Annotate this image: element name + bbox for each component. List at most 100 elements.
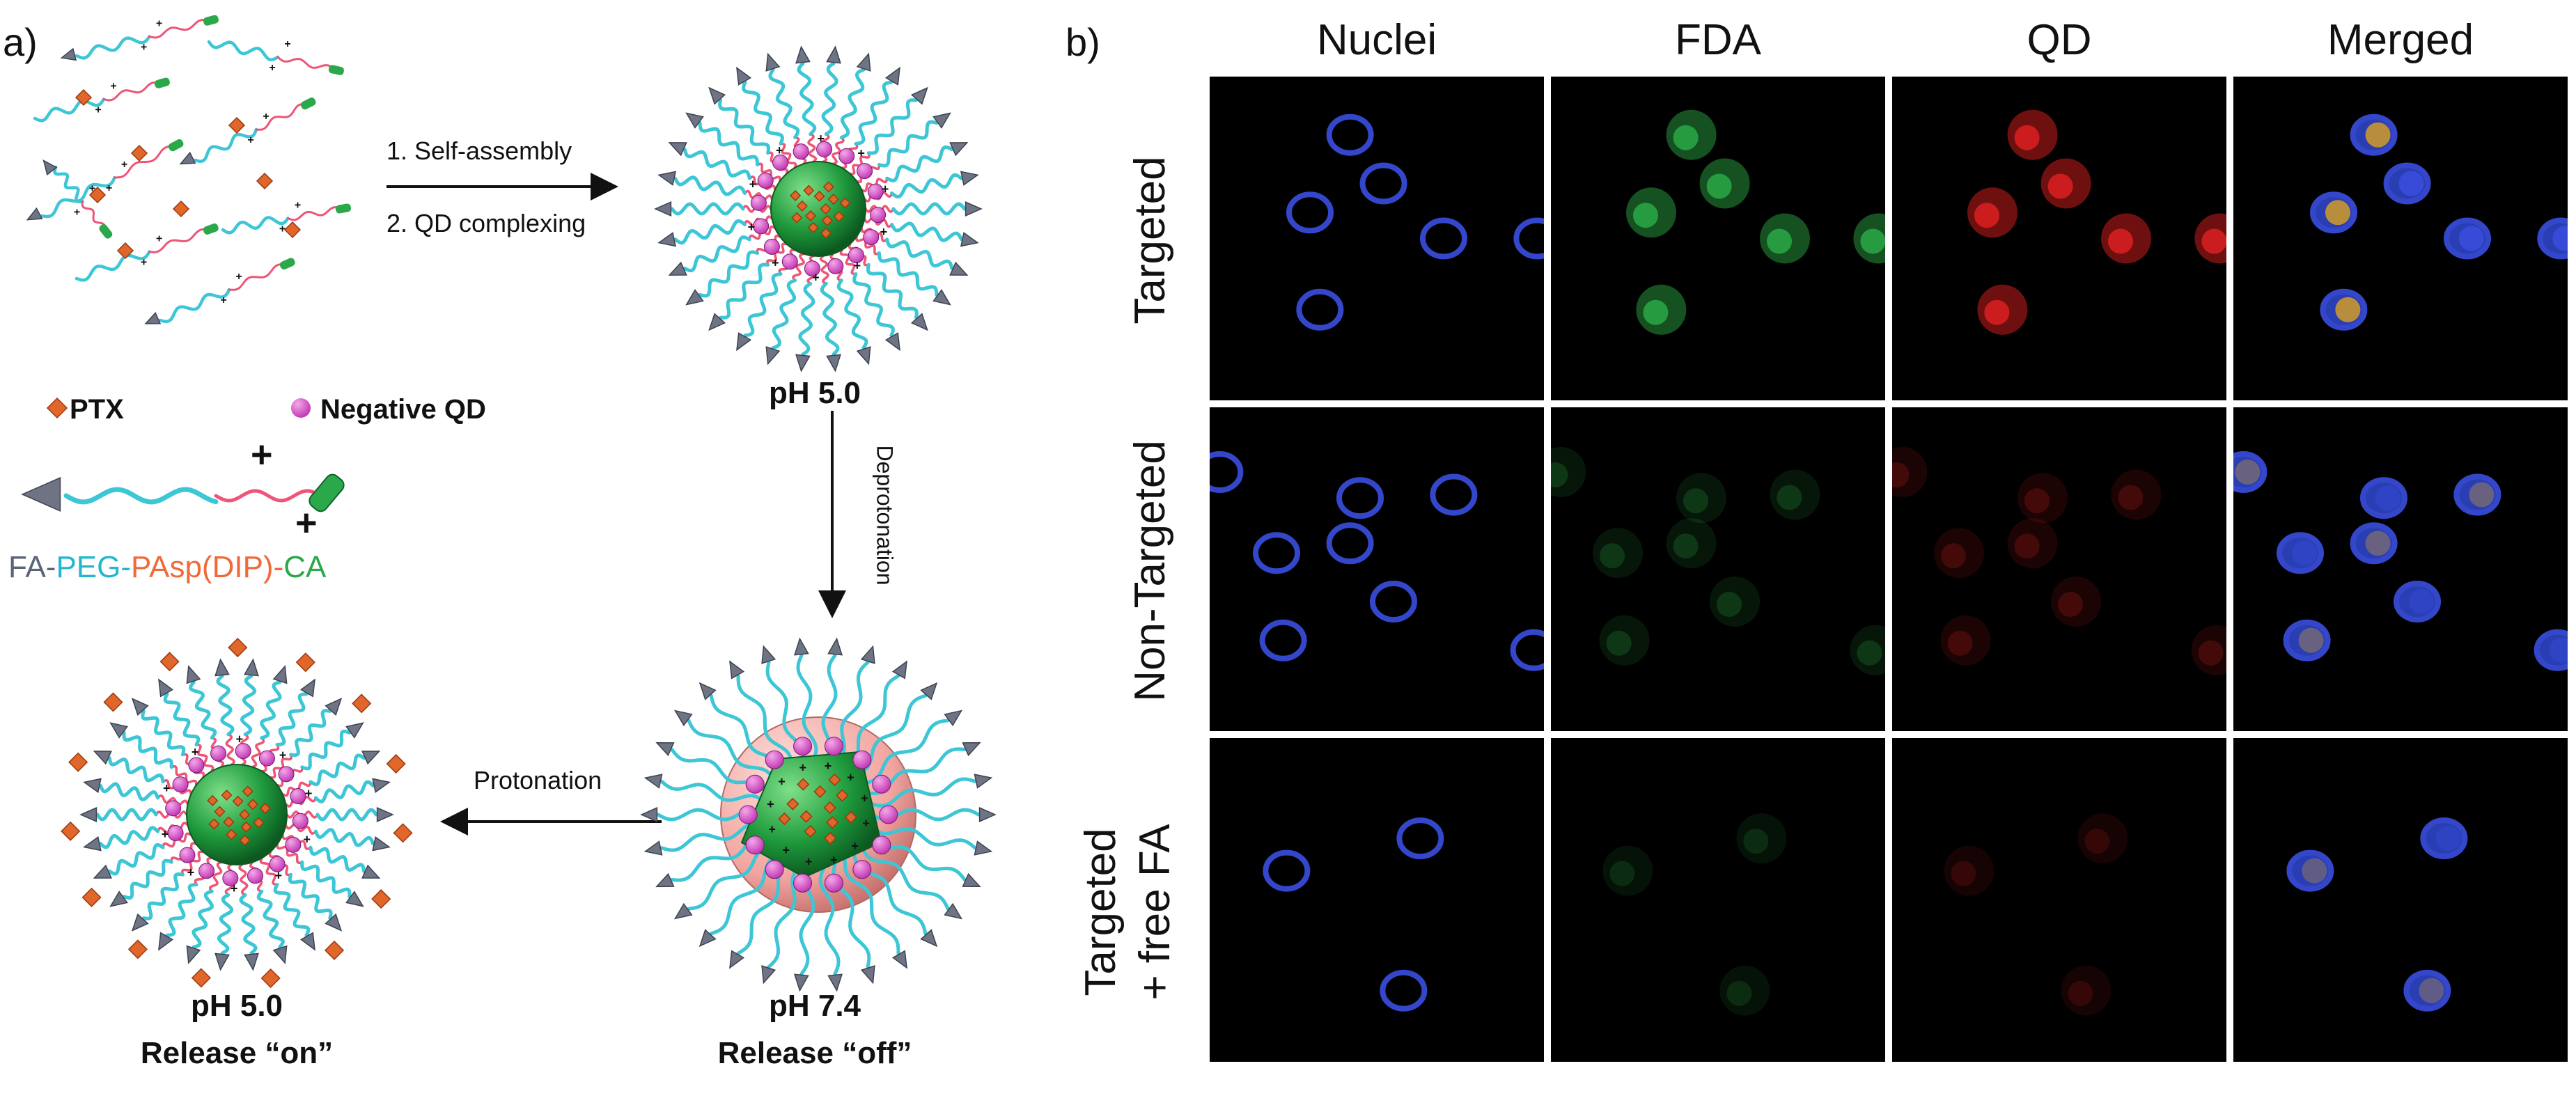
micelle-top-pasp-chain — [855, 235, 881, 256]
legend-charge-2: + — [295, 502, 318, 544]
micelle-bottom-left-qd — [278, 766, 295, 783]
micelle-bottom-left-qd — [247, 868, 263, 884]
micelle-bottom-right-fa-ligand — [729, 950, 745, 969]
micelle-top-qd — [804, 260, 820, 277]
free-polymer-charge: + — [141, 257, 147, 269]
micelle-top-core-ptx — [803, 185, 815, 196]
micelle-top-charge: + — [880, 225, 888, 239]
micelle-top-fa-ligand — [856, 346, 871, 366]
cell-nucleus — [1336, 477, 1384, 519]
micelle-top-peg-chain — [771, 279, 797, 350]
free-polymer-ca — [203, 15, 219, 26]
micrograph-merged-row-2 — [2233, 407, 2568, 731]
micelle-bottom-right-fa-ligand — [698, 929, 717, 948]
micelle-bottom-left-pasp-chain — [156, 822, 189, 834]
micelle-bottom-left-peg-chain — [300, 729, 352, 771]
cell-signal-bright — [2198, 640, 2224, 666]
cell-signal — [2298, 627, 2324, 653]
free-polymer-peg — [221, 216, 290, 235]
cell-nucleus — [2360, 477, 2407, 519]
legend-peg-chain — [63, 487, 219, 505]
micelle-bottom-left-pasp-chain — [284, 823, 318, 835]
micelle-bottom-left-charge: + — [236, 732, 244, 746]
micelle-top-peg-chain — [890, 221, 963, 242]
micelle-bottom-left-fa-ligand — [325, 698, 343, 716]
micelle-bottom-left-core-ptx — [240, 821, 252, 833]
micelle-top-fa-ligand — [668, 142, 687, 157]
micelle-top-qd — [781, 253, 798, 270]
micelle-top-pasp-chain — [832, 136, 845, 166]
micelle-top-fa-ligand — [685, 112, 704, 129]
micelle-bottom-left-fa-ligand — [214, 658, 230, 677]
micelle-bottom-right-qd — [824, 737, 843, 756]
micelle-top-fa-ligand — [708, 86, 726, 105]
micrograph-background — [1892, 77, 2226, 400]
micelle-bottom-left-released-ptx — [127, 939, 148, 959]
micelle-bottom-left-peg-chain — [141, 709, 186, 757]
micelle-top-qd — [863, 229, 880, 246]
legend-fa-icon — [21, 477, 61, 512]
micelle-bottom-left-fa-ligand — [272, 665, 288, 684]
micelle-top-qd — [867, 183, 884, 200]
micelle-bottom-right-fa-ligand — [655, 872, 675, 888]
micelle-bottom-left-released-ptx — [61, 821, 81, 841]
micelle-bottom-left-qd — [292, 813, 309, 829]
micelle-bottom-left-fa-ligand — [244, 952, 259, 971]
micelle-bottom-left-pasp-chain — [276, 842, 304, 864]
micelle-top-peg-chain — [798, 281, 815, 356]
micelle-top-core-ptx — [790, 189, 802, 202]
polymer-peg: PEG- — [56, 550, 132, 584]
micelle-bottom-right-qd — [765, 860, 784, 879]
micelle-top-qd — [827, 258, 844, 274]
micelle-bottom-right-qd — [879, 805, 898, 824]
micelle-bottom-right-core-ptx — [813, 785, 827, 799]
micelle-bottom-left-core-ptx — [208, 818, 220, 830]
micrograph-merged-row-1 — [2233, 77, 2568, 400]
micelle-top-fa-ligand — [949, 261, 969, 276]
free-polymer-charge: + — [106, 182, 112, 194]
micrograph-background — [1210, 738, 1544, 1062]
micelle-bottom-right-qd — [745, 836, 765, 855]
micelle-bottom-left-core-ptx — [242, 785, 253, 797]
micelle-top-fa-ligand — [685, 289, 704, 306]
cell-signal-bright — [1551, 462, 1568, 487]
micelle-bottom-right-core-ptx — [844, 810, 857, 824]
cell-signal-bright — [1633, 203, 1658, 228]
cell-nucleus — [1396, 817, 1444, 860]
micelle-bottom-left-qd — [210, 745, 227, 762]
legend-polymer-label: FA-PEG-PAsp(DIP)-CA — [8, 550, 326, 585]
micelle-top-peg-chain — [743, 272, 783, 338]
micelle-top-fa-ligand — [856, 52, 871, 72]
free-polymer-charge: + — [263, 111, 269, 123]
row-header-targeted-free-fa: Targeted + free FA — [1074, 824, 1182, 1000]
cell-signal — [2469, 482, 2495, 508]
cell-signal — [2235, 460, 2261, 485]
micelle-bottom-right-core-ptx — [826, 816, 839, 829]
cell-signal — [1719, 965, 1770, 1016]
cell-signal — [2007, 518, 2058, 569]
micelle-bottom-left-fa-ligand — [244, 658, 259, 677]
cell-nucleus — [2286, 849, 2334, 892]
cell-signal-bright — [1860, 228, 1885, 254]
free-polymer-charge: + — [235, 271, 242, 283]
micelle-bottom-left-fa-ligand — [186, 665, 201, 684]
cell-nucleus — [2534, 629, 2568, 671]
micelle-bottom-left-peg-chain — [300, 860, 352, 899]
free-ptx — [116, 242, 134, 260]
micelle-top-charge: + — [776, 143, 783, 157]
micelle-top-core-ptx — [827, 194, 839, 205]
micelle-bottom-left-qd — [258, 750, 275, 767]
micrograph-qd-row-3 — [1892, 738, 2226, 1062]
micelle-bottom-right-fa-ligand — [793, 637, 809, 656]
micelle-bottom-right-fa-ligand — [978, 807, 997, 822]
micelle-top-fa-ligand — [949, 142, 969, 157]
free-polymer-charge: + — [110, 81, 116, 93]
micelle-top-pasp-chain — [839, 249, 857, 276]
polymer-fa: FA- — [8, 550, 56, 584]
micelle-bottom-left-peg-chain — [107, 842, 165, 876]
micelle-top-charge: + — [772, 256, 779, 269]
micelle-bottom-left-core-ptx — [253, 817, 265, 829]
label-protonation: Protonation — [474, 766, 602, 794]
micelle-bottom-left-charge: + — [231, 881, 238, 895]
micelle-top-core — [770, 161, 866, 257]
